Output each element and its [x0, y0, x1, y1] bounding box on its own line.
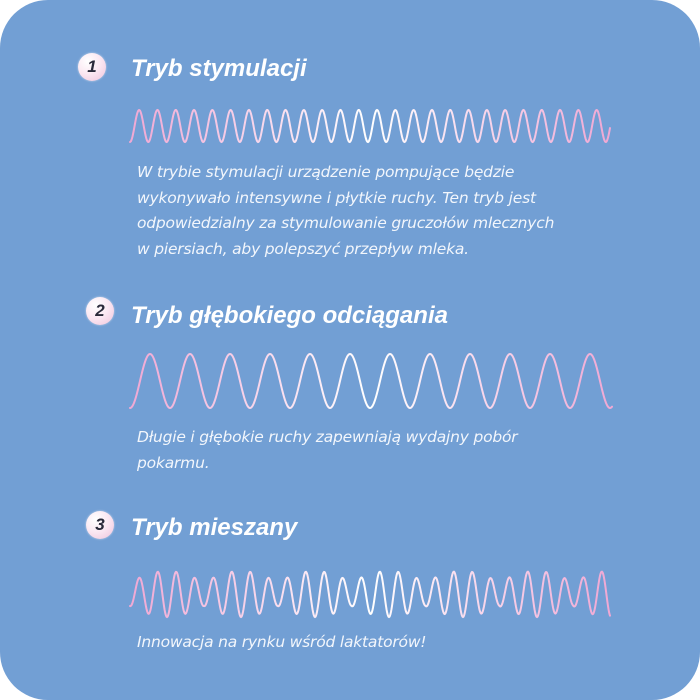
mixed-wave-icon: [129, 570, 611, 619]
mode-3-description-line: Innowacja na rynku wśród laktatorów!: [137, 633, 427, 651]
mode-2-description-line: Długie i głębokie ruchy zapewniają wydaj…: [137, 428, 518, 446]
mode-1-description-line: w piersiach, aby polepszyć przepływ mlek…: [137, 239, 469, 258]
deep-slow-wave-icon: [129, 352, 613, 410]
mode-2-description: Długie i głębokie ruchy zapewniają wydaj…: [137, 425, 637, 476]
mode-1-description: W trybie stymulacji urządzenie pompujące…: [137, 160, 637, 262]
wave-line: [129, 570, 611, 619]
step-2-badge: 2: [86, 297, 114, 325]
wave-line: [129, 108, 611, 144]
mode-2-title: Tryb głębokiego odciągania: [131, 302, 448, 329]
wave-line: [129, 352, 613, 410]
mode-1-title: Tryb stymulacji: [131, 55, 307, 82]
step-3-badge: 3: [86, 511, 114, 539]
step-3-number: 3: [95, 515, 105, 534]
step-1-number: 1: [87, 57, 97, 76]
mode-1-description-line: W trybie stymulacji urządzenie pompujące…: [137, 163, 515, 181]
mode-3-description: Innowacja na rynku wśród laktatorów!: [137, 630, 637, 656]
shallow-fast-wave-icon: [129, 108, 611, 144]
step-1-badge: 1: [78, 53, 106, 81]
step-2-number: 2: [95, 301, 105, 320]
mode-1-description-line: wykonywało intensywne i płytkie ruchy. T…: [137, 188, 536, 207]
mode-2-description-line: pokarmu.: [137, 453, 210, 472]
mode-3-title: Tryb mieszany: [131, 514, 298, 541]
mode-1-description-line: odpowiedzialny za stymulowanie gruczołów…: [137, 214, 555, 232]
